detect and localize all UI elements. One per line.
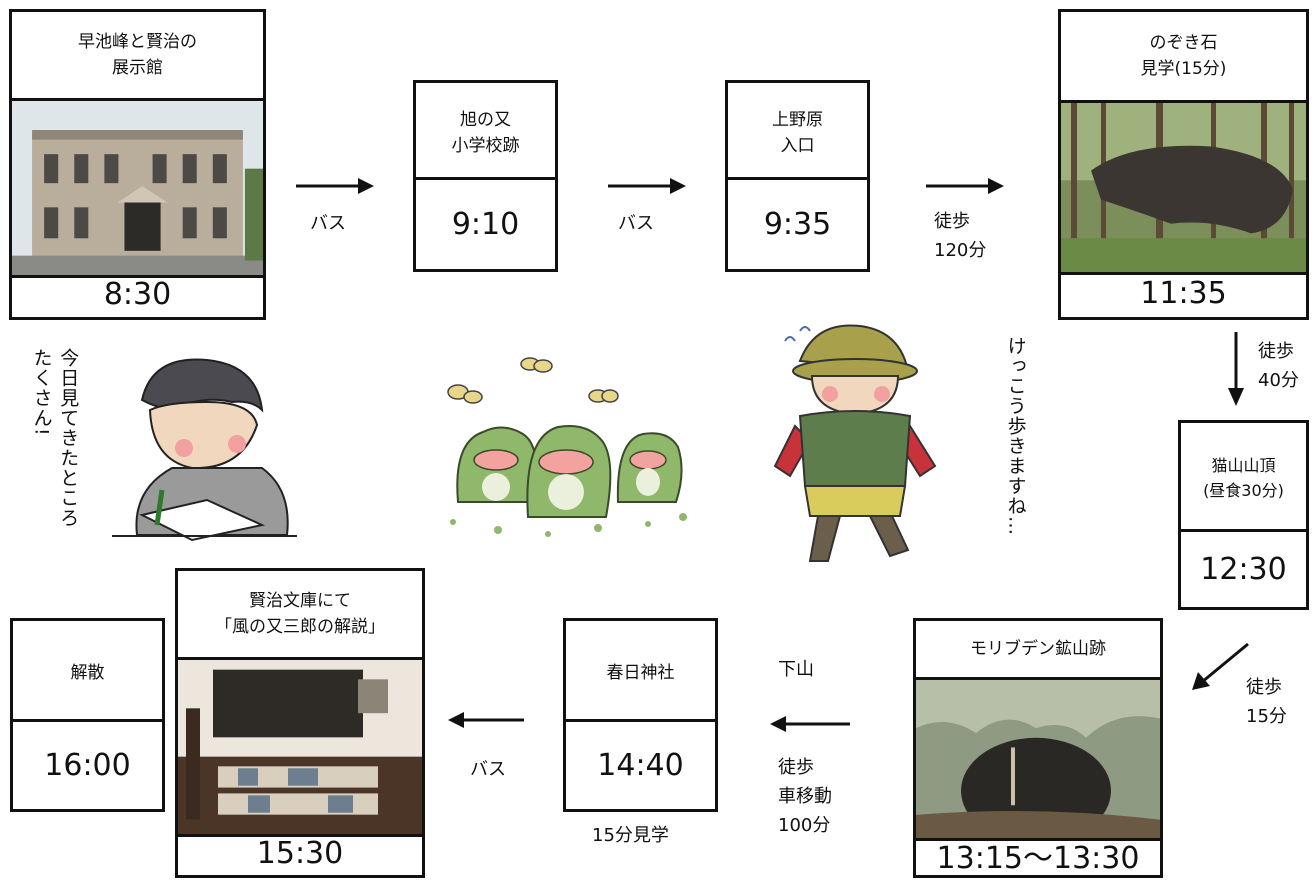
stop-time: 13:15〜13:30 — [936, 841, 1140, 876]
writing-boy-illustration — [112, 358, 297, 542]
stop-note: 15分見学 — [592, 825, 669, 846]
arrow-right — [926, 178, 1004, 194]
stop-name: 解散 — [70, 662, 105, 683]
stop-name: 春日神社 — [606, 662, 675, 683]
nozokiishi-photo — [1061, 100, 1306, 275]
arrow-left — [448, 712, 524, 728]
stop-name: 猫山山頂 (昼食30分) — [1203, 456, 1284, 500]
stop-name: モリブデン鉱山跡 — [970, 638, 1106, 659]
stop-molybdenum: モリブデン鉱山跡 13:15〜13:30 — [913, 618, 1163, 878]
stop-museum: 早池峰と賢治の 展示館 8:30 — [9, 9, 266, 320]
leg-label: 徒歩 40分 — [1258, 341, 1299, 391]
stop-time: 9:35 — [728, 177, 867, 269]
frogs-illustration — [447, 357, 687, 537]
stop-kenji-library: 賢治文庫にて 「風の又三郎の解説」 15:30 — [175, 568, 425, 878]
museum-photo — [12, 98, 263, 278]
stop-name: のぞき石 見学(15分) — [1140, 32, 1227, 79]
stop-asahi: 旭の又 小学校跡 9:10 — [413, 80, 558, 272]
stop-name: 賢治文庫にて 「風の又三郎の解説」 — [215, 590, 385, 637]
leg-label: 徒歩 120分 — [934, 211, 987, 261]
arrow-right — [608, 178, 686, 194]
leg-label: 下山 — [778, 659, 814, 680]
arrow-down — [1228, 332, 1244, 406]
stop-time: 14:40 — [566, 719, 715, 809]
mine-photo — [916, 677, 1160, 841]
arrow-left — [770, 716, 850, 732]
stop-time: 15:30 — [256, 835, 344, 871]
stop-name: 旭の又 小学校跡 — [451, 109, 520, 156]
stop-time: 11:35 — [1140, 275, 1227, 311]
stop-dismiss: 解散 16:00 — [10, 618, 165, 812]
hiker-caption: けっこう歩きますね… — [1004, 336, 1027, 536]
stop-nekoyama: 猫山山頂 (昼食30分) 12:30 — [1178, 420, 1309, 610]
stop-time: 12:30 — [1181, 529, 1306, 607]
stop-kaminohara: 上野原 入口 9:35 — [725, 80, 870, 272]
arrow-down-left — [1192, 642, 1249, 690]
leg-label: バス — [310, 213, 346, 234]
stop-name: 上野原 入口 — [772, 109, 823, 156]
boy-caption: 今日見てきたところ たくさん! — [30, 348, 80, 528]
stop-kasuga: 春日神社 14:40 — [563, 618, 718, 812]
leg-label: 徒歩 車移動 100分 — [778, 757, 832, 836]
stop-nozokiishi: のぞき石 見学(15分) 11:35 — [1058, 9, 1309, 320]
stop-time: 8:30 — [103, 277, 172, 312]
stop-time: 9:10 — [416, 177, 555, 269]
hiker-illustration — [773, 324, 937, 562]
arrow-right — [296, 178, 374, 194]
leg-label: バス — [470, 759, 506, 780]
stop-time: 16:00 — [13, 719, 162, 809]
stop-name: 早池峰と賢治の 展示館 — [78, 31, 197, 78]
leg-label: 徒歩 15分 — [1246, 677, 1287, 727]
library-photo — [178, 657, 422, 837]
leg-label: バス — [618, 213, 654, 234]
